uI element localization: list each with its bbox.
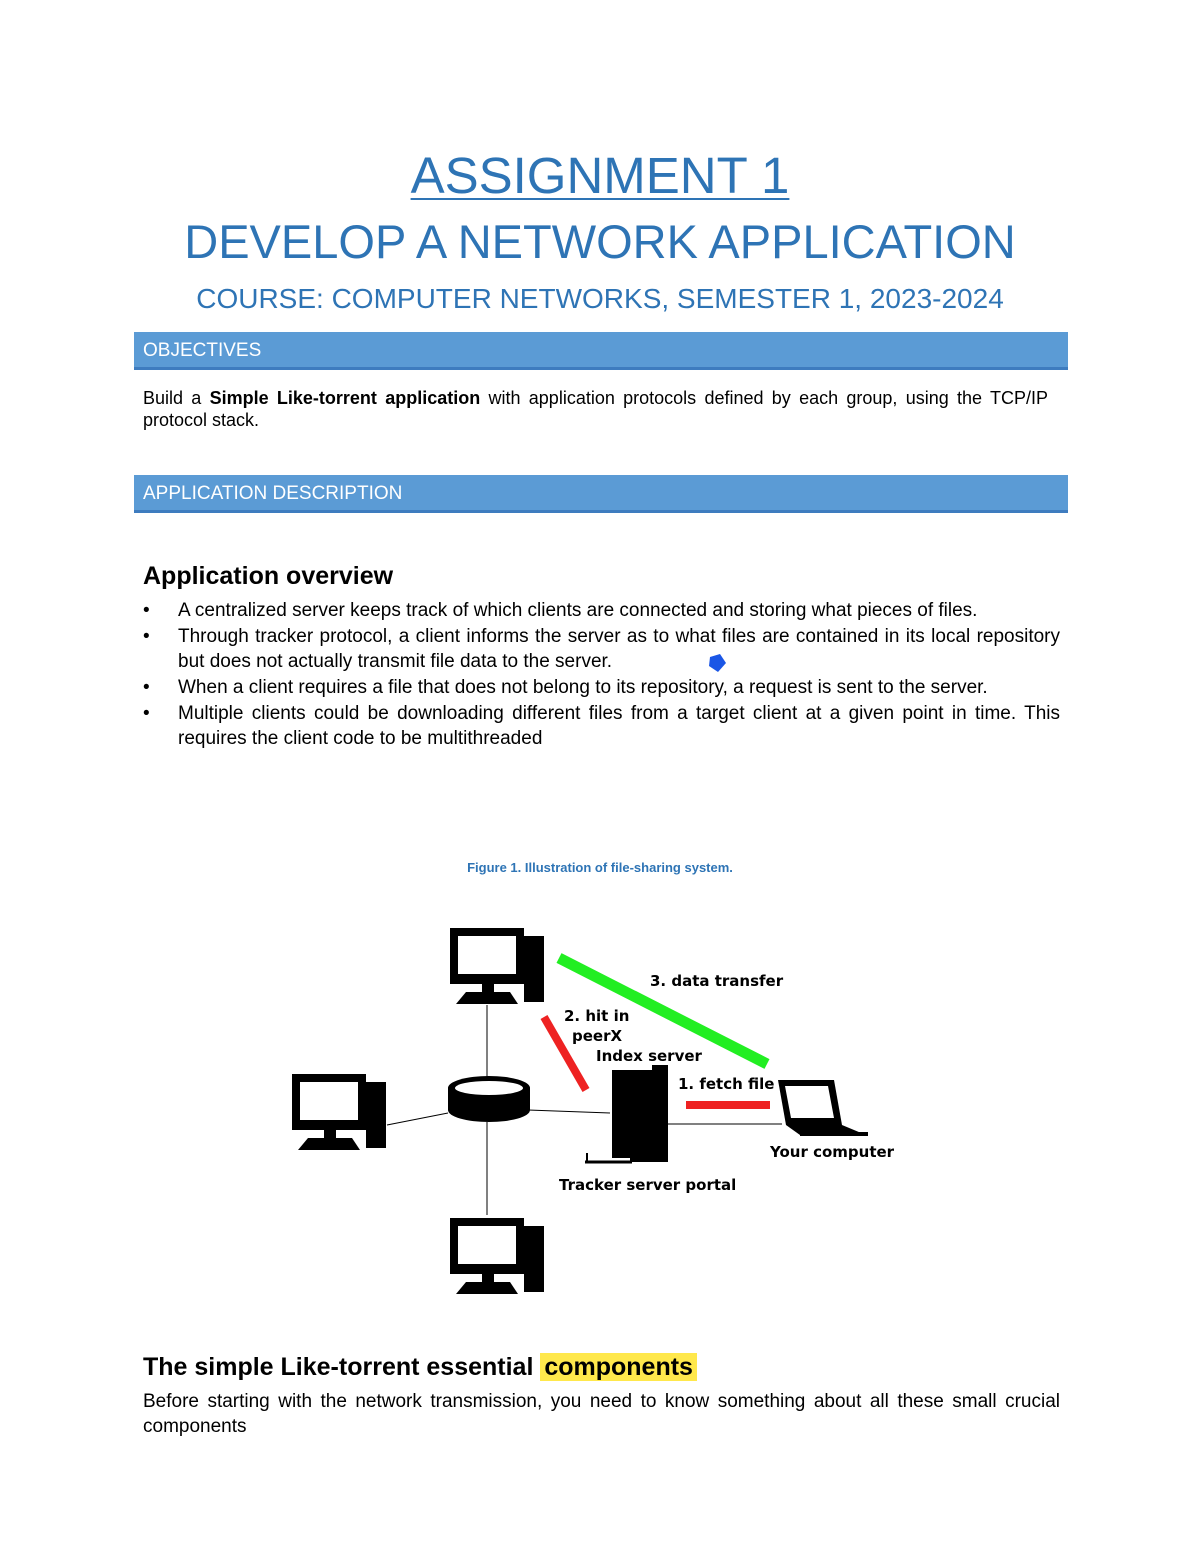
link-line: [386, 1112, 449, 1126]
hit-line: [540, 1015, 590, 1092]
hit-label-line2: peerX: [572, 1027, 622, 1045]
link-line: [527, 1109, 611, 1114]
laptop-icon: [778, 1080, 868, 1136]
bullet-item: •When a client requires a file that does…: [143, 677, 988, 698]
index-server-label: Index server: [596, 1047, 703, 1065]
tracker-portal-label: Tracker server portal: [559, 1176, 736, 1194]
data-transfer-label: 3. data transfer: [650, 972, 784, 990]
figure-caption: Figure 1. Illustration of file-sharing s…: [467, 860, 733, 875]
application-description-heading: APPLICATION DESCRIPTION: [134, 475, 1068, 513]
router-icon: [448, 1076, 530, 1122]
computer-icon: [292, 1074, 386, 1150]
course-line: COURSE: COMPUTER NETWORKS, SEMESTER 1, 2…: [196, 283, 1004, 314]
assignment-title: ASSIGNMENT 1: [410, 147, 790, 204]
objectives-heading: OBJECTIVES: [134, 332, 1068, 370]
your-computer-label: Your computer: [769, 1143, 895, 1161]
fetch-file-label: 1. fetch file: [678, 1075, 774, 1093]
overview-bullets: •A centralized server keeps track of whi…: [143, 598, 1060, 752]
components-text: Before starting with the network transmi…: [143, 1391, 1060, 1437]
objectives-text: Build a Simple Like-torrent application …: [143, 388, 1048, 430]
hit-label-line1: 2. hit in: [564, 1007, 629, 1025]
bullet-item: •A centralized server keeps track of whi…: [143, 600, 978, 621]
bullet-item: •Through tracker protocol, a client info…: [143, 626, 1060, 672]
overview-heading: Application overview: [143, 562, 394, 590]
annotation-mark-icon: [709, 654, 726, 672]
computer-icon: [450, 928, 544, 1004]
server-icon: [585, 1065, 668, 1164]
bullet-item: •Multiple clients could be downloading d…: [143, 703, 1060, 749]
computer-icon: [450, 1218, 544, 1294]
data-transfer-line: [556, 953, 770, 1069]
assignment-subtitle: DEVELOP A NETWORK APPLICATION: [184, 215, 1016, 268]
components-heading: The simple Like-torrent essential compon…: [143, 1352, 697, 1382]
